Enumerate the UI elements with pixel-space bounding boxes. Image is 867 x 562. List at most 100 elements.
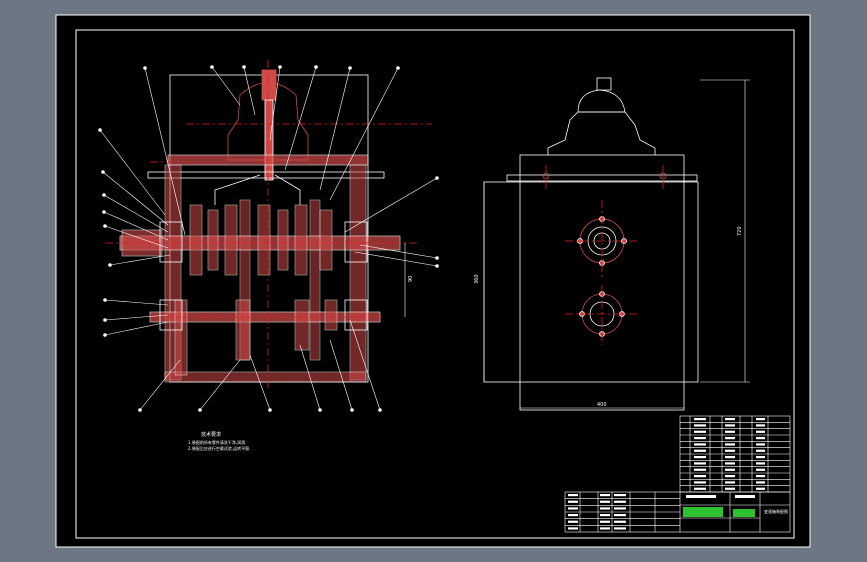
technical-notes: 技术要求 1.装配前所有零件清洗干净,润滑. 2.装配后应进行空载试验,运转平稳… bbox=[188, 431, 250, 451]
leader-line bbox=[249, 354, 271, 411]
title-text-mark bbox=[735, 495, 755, 498]
bom-text-mark bbox=[725, 475, 735, 478]
leader-line bbox=[102, 171, 169, 226]
dim-side-height: 360 bbox=[474, 274, 480, 284]
bom-text-mark bbox=[725, 437, 735, 440]
side-centerlines bbox=[545, 165, 664, 345]
leader-line bbox=[359, 244, 438, 259]
callout-marker-icon bbox=[143, 66, 147, 70]
bom-text-mark bbox=[694, 468, 706, 471]
callout-marker-icon bbox=[138, 408, 142, 412]
leader-line bbox=[109, 254, 171, 266]
bom-text-mark bbox=[756, 418, 765, 421]
bom-text-mark bbox=[725, 487, 735, 490]
callout-marker-icon bbox=[435, 176, 439, 180]
leader-line bbox=[349, 319, 381, 411]
title-text-mark bbox=[600, 507, 610, 510]
shift-fork bbox=[214, 174, 301, 205]
right-wall bbox=[349, 164, 367, 381]
callout-marker-icon bbox=[198, 408, 202, 412]
leader-line bbox=[269, 66, 281, 141]
callout-marker-icon bbox=[350, 408, 354, 412]
bom-text-mark bbox=[694, 481, 706, 484]
callout-marker-icon bbox=[103, 298, 107, 302]
callout-marker-icon bbox=[378, 408, 382, 412]
bom-text-mark bbox=[725, 443, 735, 446]
title-text-mark bbox=[568, 520, 578, 523]
callout-marker-icon bbox=[101, 170, 105, 174]
dim-side-width: 400 bbox=[597, 402, 607, 408]
bom-text-mark bbox=[725, 449, 735, 452]
callout-marker-icon bbox=[314, 65, 318, 69]
bom-text-mark bbox=[725, 456, 735, 459]
title-text-mark bbox=[614, 507, 626, 510]
bearing-left-bottom bbox=[159, 299, 183, 331]
bottom-wall bbox=[164, 371, 367, 383]
gear-3 bbox=[224, 204, 238, 276]
callout-marker-icon bbox=[268, 408, 272, 412]
bom-text-mark bbox=[725, 468, 735, 471]
status-highlight bbox=[683, 507, 723, 517]
title-text-mark bbox=[614, 494, 626, 497]
bom-text-mark bbox=[756, 443, 765, 446]
bom-text-mark bbox=[756, 475, 765, 478]
callout-marker-icon bbox=[98, 128, 102, 132]
bom-text-mark bbox=[756, 437, 765, 440]
title-text-mark bbox=[686, 495, 716, 498]
callout-marker-icon bbox=[103, 318, 107, 322]
callout-marker-icon bbox=[102, 193, 106, 197]
title-text-mark bbox=[568, 494, 578, 497]
title-text-mark bbox=[614, 500, 626, 503]
dim-overall-height: 720 bbox=[737, 226, 743, 236]
title-text-mark bbox=[600, 494, 610, 497]
callout-marker-icon bbox=[108, 263, 112, 267]
leader-line bbox=[104, 314, 169, 321]
bom-text-mark bbox=[725, 430, 735, 433]
leader-line bbox=[243, 66, 256, 116]
bom-text-mark bbox=[756, 481, 765, 484]
leader-line bbox=[139, 359, 181, 411]
inner-rib-2 bbox=[309, 199, 321, 361]
bearing-right-bottom bbox=[344, 299, 368, 331]
leader-line bbox=[354, 251, 438, 267]
leader-line bbox=[104, 321, 169, 336]
leader-line bbox=[104, 299, 169, 306]
gear-1 bbox=[189, 204, 203, 276]
bom-text-mark bbox=[694, 462, 706, 465]
title-text-mark bbox=[600, 527, 610, 530]
leader-line bbox=[99, 129, 166, 216]
leader-line bbox=[144, 67, 186, 236]
leader-line bbox=[103, 211, 169, 241]
side-flange bbox=[506, 174, 698, 182]
gear-11 bbox=[324, 299, 338, 331]
title-text-mark bbox=[600, 500, 610, 503]
bom-text-mark bbox=[756, 430, 765, 433]
leader-line bbox=[211, 66, 241, 106]
bom-text-mark bbox=[756, 456, 765, 459]
bearing-left-top bbox=[159, 221, 183, 263]
gear-10 bbox=[294, 299, 310, 351]
callout-marker-icon bbox=[318, 408, 322, 412]
drawing-title: 变速箱装配图 bbox=[764, 508, 788, 514]
side-upper-body bbox=[519, 154, 685, 411]
bom-text-mark bbox=[725, 424, 735, 427]
notes-line-2: 2.装配后应进行空载试验,运转平稳. bbox=[188, 445, 250, 451]
bom-text-mark bbox=[725, 481, 735, 484]
callout-marker-icon bbox=[348, 66, 352, 70]
side-knob bbox=[596, 77, 612, 91]
title-block bbox=[564, 415, 791, 533]
bom-text-mark bbox=[756, 424, 765, 427]
bom-text-mark bbox=[694, 424, 706, 427]
callout-marker-icon bbox=[396, 66, 400, 70]
drawing-frame bbox=[75, 29, 795, 539]
cover-plate bbox=[147, 171, 385, 179]
dim-center-distance: 90 bbox=[408, 276, 414, 282]
title-text-mark bbox=[568, 507, 578, 510]
leader-line bbox=[104, 225, 169, 249]
bom-text-mark bbox=[725, 462, 735, 465]
bom-text-mark bbox=[694, 475, 706, 478]
title-text-mark bbox=[600, 520, 610, 523]
leader-line bbox=[344, 177, 438, 233]
